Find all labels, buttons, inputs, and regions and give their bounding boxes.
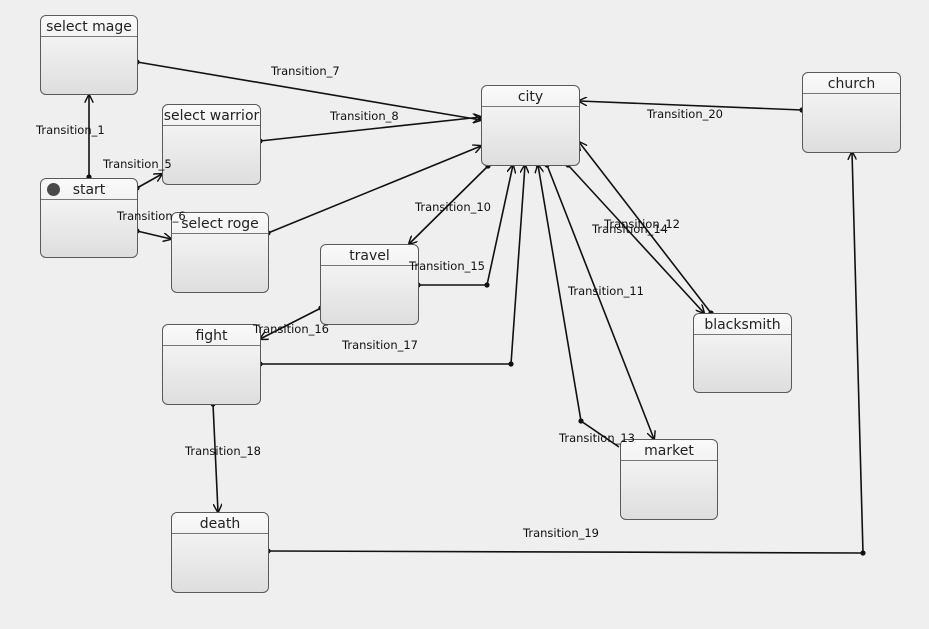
transition-7-edge[interactable] xyxy=(136,61,481,120)
transition-label[interactable]: Transition_5 xyxy=(103,157,172,171)
transition-12-edge[interactable] xyxy=(567,164,704,313)
transition-16-edge[interactable] xyxy=(260,307,322,339)
state-select-roge[interactable]: select roge xyxy=(171,212,269,293)
transition-label[interactable]: Transition_13 xyxy=(559,431,635,445)
state-title: select warrior xyxy=(163,105,260,126)
transition-label[interactable]: Transition_15 xyxy=(409,259,485,273)
transition-label[interactable]: Transition_14 xyxy=(592,222,668,236)
transition-11-edge[interactable] xyxy=(546,164,654,439)
state-blacksmith[interactable]: blacksmith xyxy=(693,313,792,393)
transition-label[interactable]: Transition_10 xyxy=(415,200,491,214)
transition-label[interactable]: Transition_6 xyxy=(117,209,186,223)
transition-14-edge[interactable] xyxy=(579,142,712,314)
state-title: select roge xyxy=(172,213,268,234)
initial-state-icon xyxy=(47,183,60,196)
state-death[interactable]: death xyxy=(171,512,269,593)
transition-5-edge[interactable] xyxy=(136,174,162,189)
state-start[interactable]: start xyxy=(40,178,138,258)
transition-label[interactable]: Transition_11 xyxy=(568,284,644,298)
transition-label[interactable]: Transition_12 xyxy=(604,217,680,231)
transition-10-edge[interactable] xyxy=(409,165,489,244)
transition-roge-city-edge[interactable] xyxy=(267,146,481,234)
state-title: blacksmith xyxy=(694,314,791,335)
state-title: death xyxy=(172,513,268,534)
state-select-warrior[interactable]: select warrior xyxy=(162,104,261,185)
transition-label[interactable]: Transition_20 xyxy=(647,107,723,121)
state-title: church xyxy=(803,73,900,94)
transition-label[interactable]: Transition_17 xyxy=(342,338,418,352)
state-title: fight xyxy=(163,325,260,346)
state-city[interactable]: city xyxy=(481,85,580,166)
transition-20-edge[interactable] xyxy=(579,101,803,111)
state-title: select mage xyxy=(41,16,137,37)
state-fight[interactable]: fight xyxy=(162,324,261,405)
state-travel[interactable]: travel xyxy=(320,244,419,325)
transition-label[interactable]: Transition_1 xyxy=(36,123,105,137)
transition-6-edge[interactable] xyxy=(136,230,171,239)
state-title: city xyxy=(482,86,579,107)
state-select-mage[interactable]: select mage xyxy=(40,15,138,95)
transition-label[interactable]: Transition_8 xyxy=(330,109,399,123)
transition-18-edge[interactable] xyxy=(212,403,218,512)
state-title: market xyxy=(621,440,717,461)
transition-label[interactable]: Transition_18 xyxy=(185,444,261,458)
state-title: start xyxy=(41,179,137,200)
state-church[interactable]: church xyxy=(802,72,901,153)
transition-label[interactable]: Transition_19 xyxy=(523,526,599,540)
transition-8-edge[interactable] xyxy=(259,117,481,142)
state-title: travel xyxy=(321,245,418,266)
state-market[interactable]: market xyxy=(620,439,718,520)
transition-label[interactable]: Transition_16 xyxy=(253,322,329,336)
transition-label[interactable]: Transition_7 xyxy=(271,64,340,78)
